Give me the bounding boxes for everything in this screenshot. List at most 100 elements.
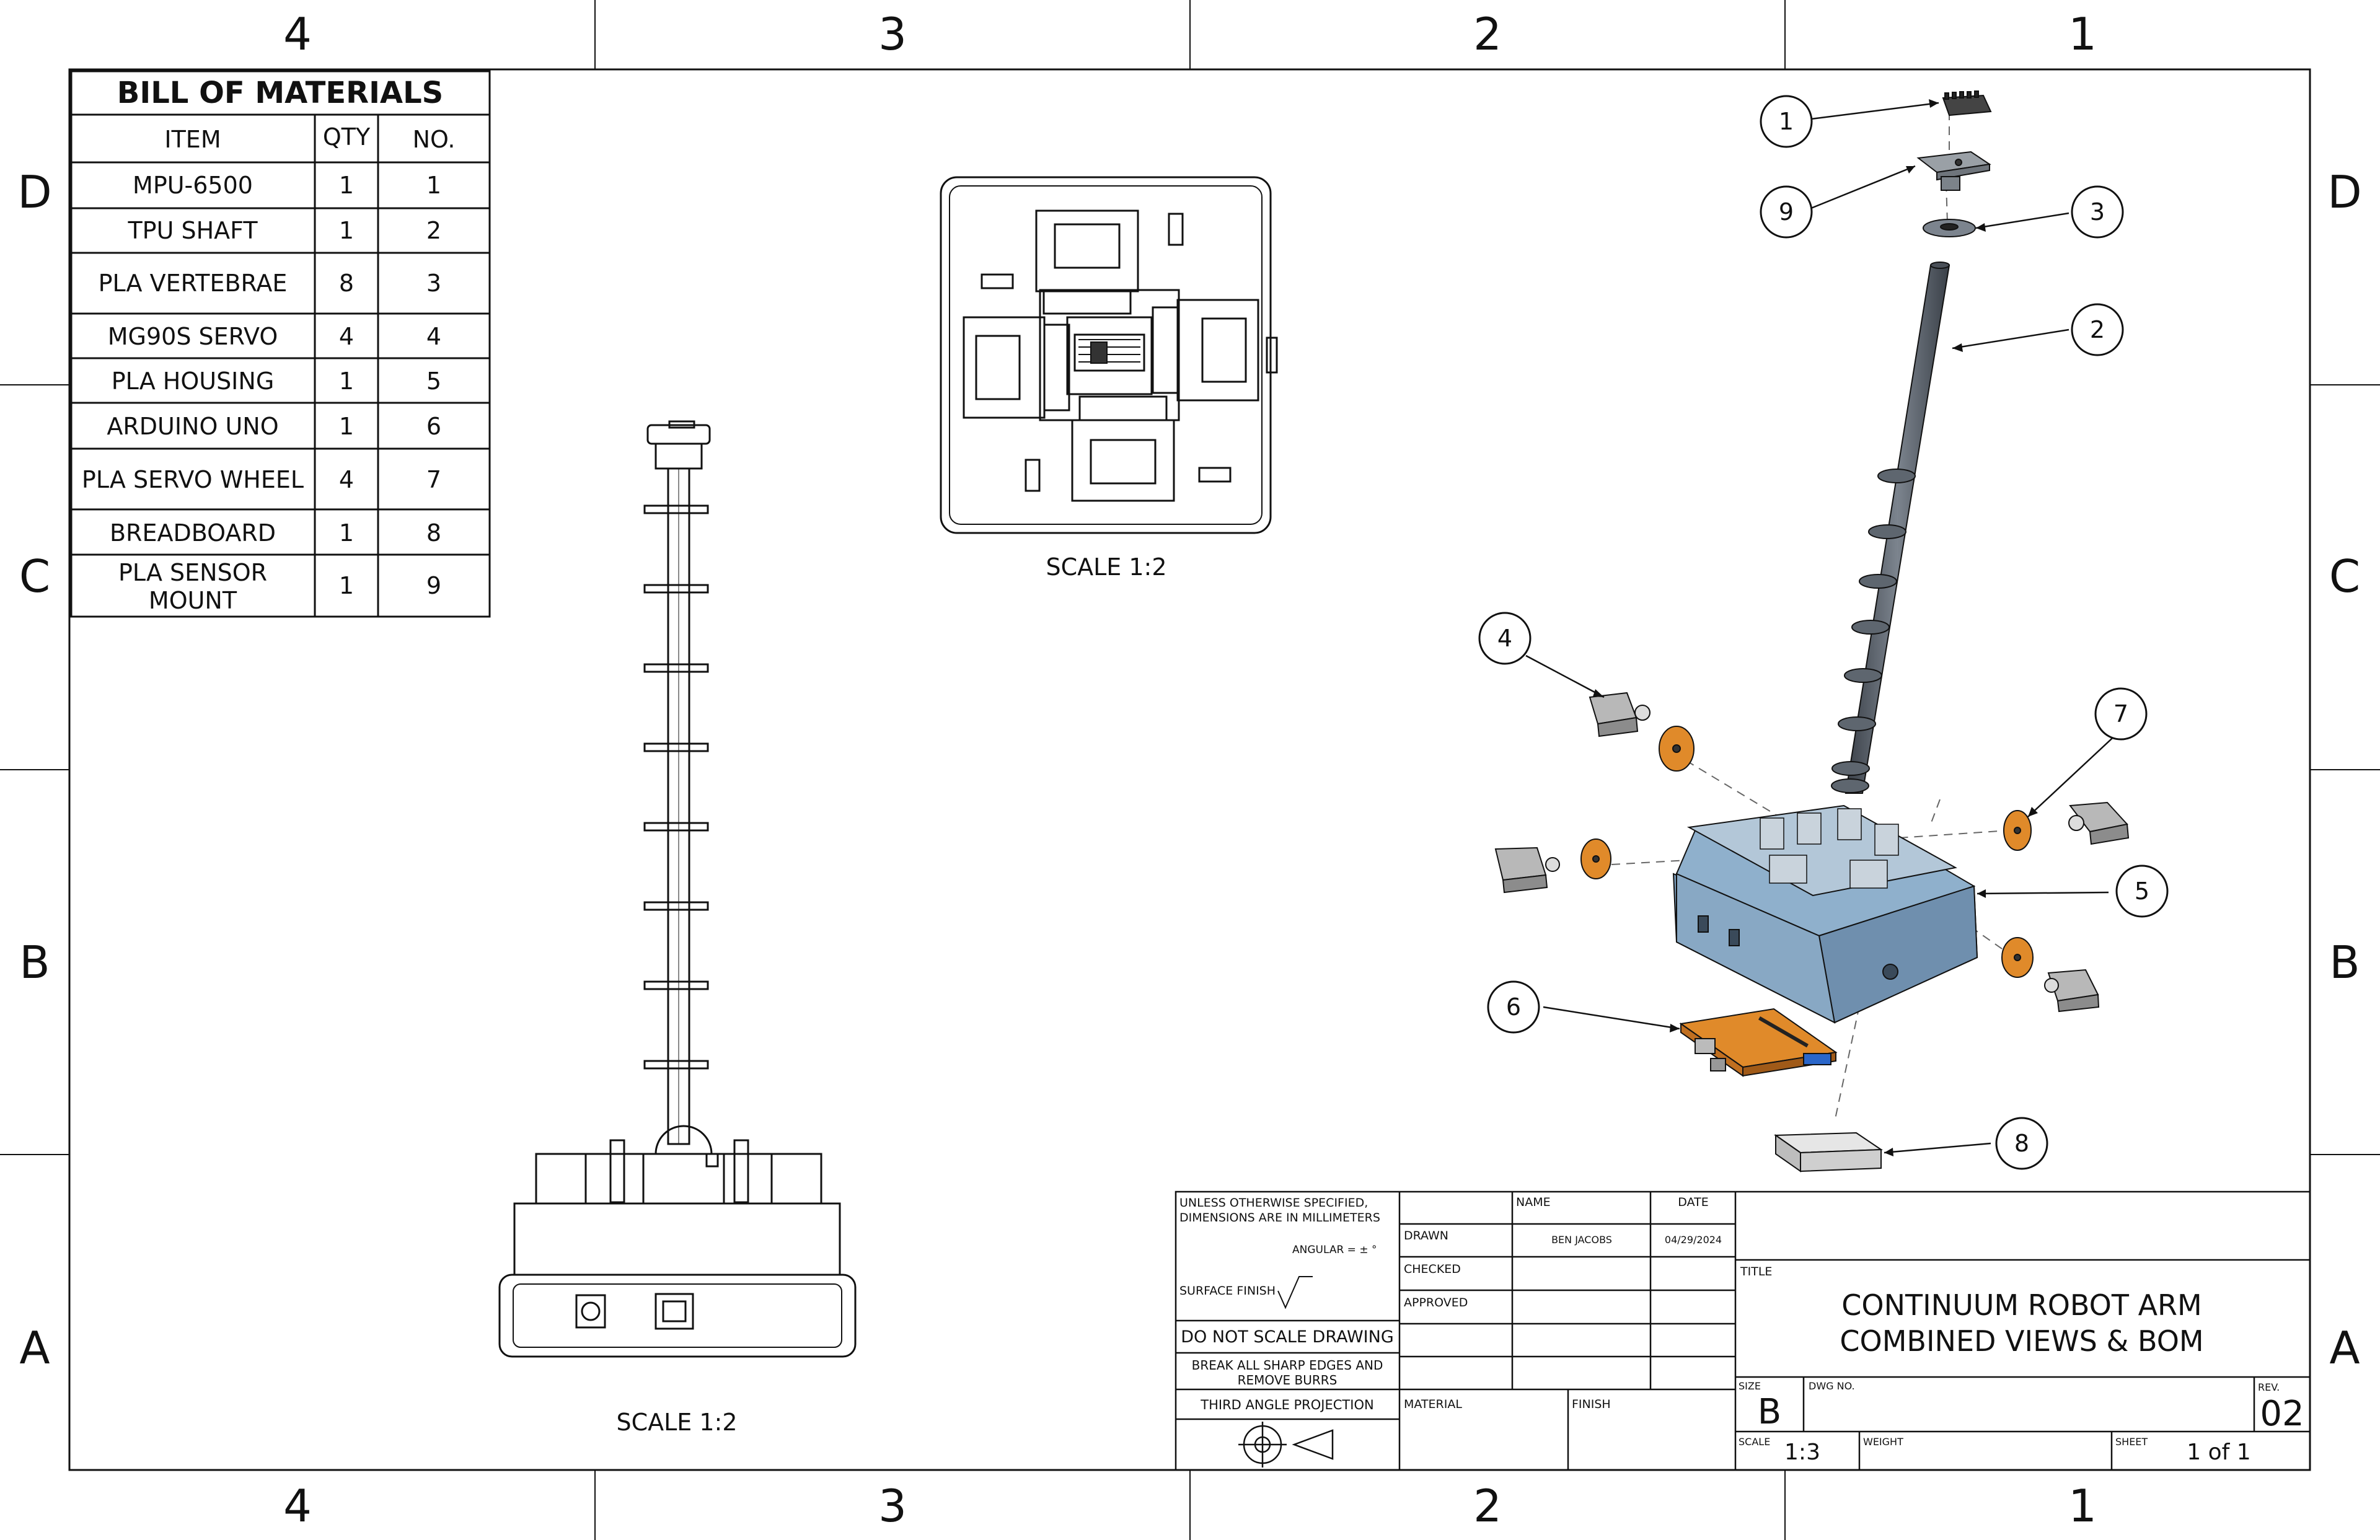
zone-col-top-3: 3 (878, 8, 907, 60)
front-view-scale-label: SCALE 1:2 (616, 1409, 737, 1436)
balloon-label-9: 9 (1779, 198, 1794, 226)
bom-row-qty: 4 (339, 323, 354, 350)
tb-finish-label: FINISH (1572, 1397, 1611, 1411)
tb-rev-value: 02 (2260, 1394, 2304, 1434)
part-sensor-mount (1916, 151, 1991, 191)
title-line-2: COMBINED VIEWS & BOM (1840, 1324, 2203, 1358)
balloon-label-8: 8 (2014, 1130, 2029, 1157)
balloon-8 (1995, 1117, 2048, 1170)
part-servo-wheel (1580, 726, 2034, 978)
tb-angular: ANGULAR = ± ° (1292, 1244, 1377, 1256)
bom-row-no: 7 (426, 466, 441, 493)
part-servo (2068, 801, 2130, 845)
tb-size-value: B (1758, 1392, 1781, 1432)
bom-title: BILL OF MATERIALS (117, 76, 443, 110)
bom-row-qty: 4 (339, 466, 354, 493)
part-servo (1494, 847, 1560, 894)
front-view (498, 420, 857, 1358)
tb-weight-label: WEIGHT (1863, 1436, 1903, 1448)
bom-row-qty: 1 (339, 367, 354, 395)
bom-row-qty: 1 (339, 413, 354, 440)
tb-size-label: SIZE (1739, 1380, 1761, 1392)
bom-row-item-line2: MOUNT (149, 587, 237, 614)
balloon-7 (2094, 687, 2148, 741)
zone-col-bottom-2: 2 (1473, 1480, 1502, 1532)
balloon-4 (1478, 612, 1532, 665)
bom-row-no: 3 (426, 270, 441, 297)
bom-row-no: 9 (426, 572, 441, 599)
tb-scale-value: 1:3 (1784, 1440, 1820, 1465)
zone-labels: 4 3 2 1 4 3 2 1 D C B A D C B A (17, 8, 2361, 1532)
zone-col-top-2: 2 (1473, 8, 1502, 60)
bom-row-item: ARDUINO UNO (107, 413, 278, 440)
top-view-scale-label: SCALE 1:2 (1046, 553, 1166, 581)
bom-row-qty: 1 (339, 572, 354, 599)
tb-material-label: MATERIAL (1404, 1397, 1462, 1411)
balloon-1 (1760, 95, 1813, 148)
balloon-label-3: 3 (2090, 198, 2105, 226)
bom-row-no: 5 (426, 367, 441, 395)
tb-break-edges-line2: REMOVE BURRS (1238, 1373, 1338, 1388)
zone-row-right-b: B (2329, 936, 2360, 988)
bom-row-item: PLA HOUSING (112, 367, 275, 395)
title-block: UNLESS OTHERWISE SPECIFIED, DIMENSIONS A… (1175, 1190, 2311, 1471)
tb-approved-label: APPROVED (1404, 1296, 1468, 1309)
balloon-3 (2071, 185, 2124, 239)
zone-row-left-c: C (19, 550, 50, 602)
zone-col-bottom-1: 1 (2068, 1480, 2097, 1532)
tb-checked-label: CHECKED (1404, 1262, 1461, 1276)
top-view (940, 176, 1278, 534)
isometric-exploded-view: 1 9 3 2 4 7 5 6 8 (1478, 90, 2169, 1173)
tb-title-label: TITLE (1740, 1265, 1772, 1278)
zone-row-left-a: A (19, 1322, 50, 1374)
bom-row-qty: 1 (339, 519, 354, 547)
tb-name-header: NAME (1516, 1195, 1551, 1209)
bom-row-no: 6 (426, 413, 441, 440)
tb-sheet-value: 1 of 1 (2187, 1440, 2250, 1465)
bom-row-item-line1: PLA SENSOR (118, 559, 267, 586)
tb-scale-label: SCALE (1739, 1436, 1770, 1448)
tb-drawn-name: BEN JACOBS (1551, 1234, 1612, 1246)
bom-row-no: 2 (426, 217, 441, 244)
bom-header-qty: QTY (323, 123, 371, 151)
balloon-label-6: 6 (1506, 993, 1521, 1021)
title-line-1: CONTINUUM ROBOT ARM (1841, 1288, 2202, 1322)
tb-break-edges-line1: BREAK ALL SHARP EDGES AND (1192, 1358, 1383, 1373)
bom-row-item: PLA SERVO WHEEL (82, 466, 304, 493)
bom-row-item: MPU-6500 (133, 172, 253, 199)
zone-row-left-b: B (19, 936, 50, 988)
bom-row-no: 8 (426, 519, 441, 547)
zone-row-right-a: A (2329, 1322, 2360, 1374)
part-arduino-uno (1679, 1008, 1838, 1077)
balloon-5 (2115, 865, 2169, 918)
part-servo (2044, 969, 2100, 1013)
tb-sheet-label: SHEET (2115, 1436, 2148, 1448)
balloon-label-1: 1 (1779, 108, 1794, 135)
tb-do-not-scale: DO NOT SCALE DRAWING (1181, 1327, 1394, 1347)
surface-finish-symbol (1277, 1276, 1313, 1309)
tb-surface-finish: SURFACE FINISH (1179, 1284, 1276, 1298)
balloon-label-2: 2 (2090, 316, 2105, 343)
part-servo (1589, 692, 1651, 737)
bom-row-item: BREADBOARD (110, 519, 276, 547)
balloon-6 (1487, 980, 1540, 1034)
tb-dwg-no-label: DWG NO. (1809, 1380, 1855, 1392)
zone-col-top-4: 4 (283, 8, 312, 60)
bom-row-item: PLA VERTEBRAE (99, 270, 288, 297)
third-angle-projection-symbol (1238, 1422, 1334, 1467)
tb-unless-line2: DIMENSIONS ARE IN MILLIMETERS (1179, 1211, 1380, 1225)
tb-date-header: DATE (1678, 1195, 1708, 1209)
balloon-label-5: 5 (2135, 878, 2149, 905)
tb-rev-label: REV. (2258, 1381, 2280, 1393)
tb-projection: THIRD ANGLE PROJECTION (1200, 1397, 1373, 1412)
bom-row-no: 1 (426, 172, 441, 199)
zone-row-left-d: D (17, 166, 51, 218)
bom-header-no: NO. (413, 126, 456, 153)
bill-of-materials: BILL OF MATERIALS ITEM QTY NO. MPU-6500 … (70, 70, 491, 618)
part-breadboard (1773, 1132, 1884, 1173)
tb-drawn-label: DRAWN (1404, 1229, 1448, 1243)
balloon-label-7: 7 (2113, 700, 2128, 728)
zone-col-bottom-4: 4 (283, 1480, 312, 1532)
balloon-9 (1760, 185, 1813, 239)
